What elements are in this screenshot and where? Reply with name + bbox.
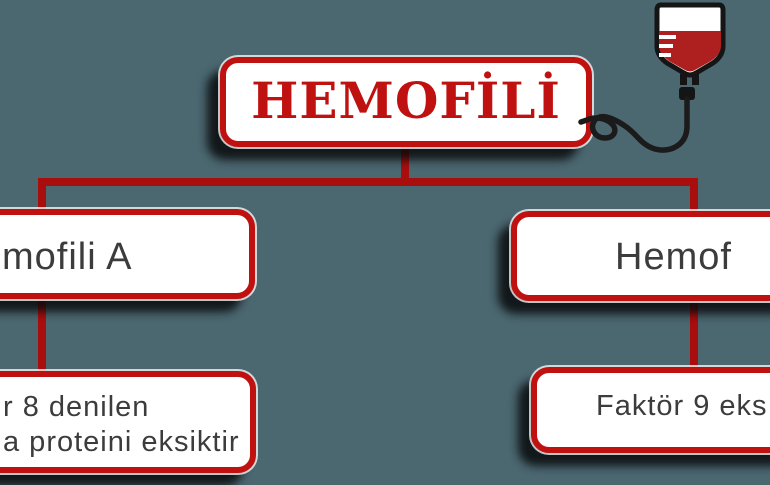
connector-root-stub [401,143,409,185]
connector-right-lower [690,296,698,374]
connector-right-upper [690,178,698,218]
left-detail-line-2: a proteini eksiktir [3,426,240,458]
right-detail-node [531,367,770,453]
left-branch-label: mofili A [2,236,133,278]
blood-fill [659,31,721,72]
left-detail-node [0,371,256,473]
connector-left-upper [38,178,46,216]
connector-left-lower [38,292,46,377]
root-node-label: HEMOFİLİ [251,70,561,130]
right-branch-node [511,211,770,301]
left-detail-line-1: r 8 denilen [3,391,150,423]
tube-connector [679,87,695,100]
blood-bag-icon [578,2,726,153]
left-branch-node [0,209,255,299]
iv-tube [578,96,690,153]
root-node: HEMOFİLİ [220,57,592,147]
bag-tick-marks [659,35,676,57]
connector-horizontal [38,178,698,186]
right-branch-label: Hemof [615,236,732,278]
bag-ports [680,74,699,85]
right-detail-line-1: Faktör 9 eks [596,390,768,422]
